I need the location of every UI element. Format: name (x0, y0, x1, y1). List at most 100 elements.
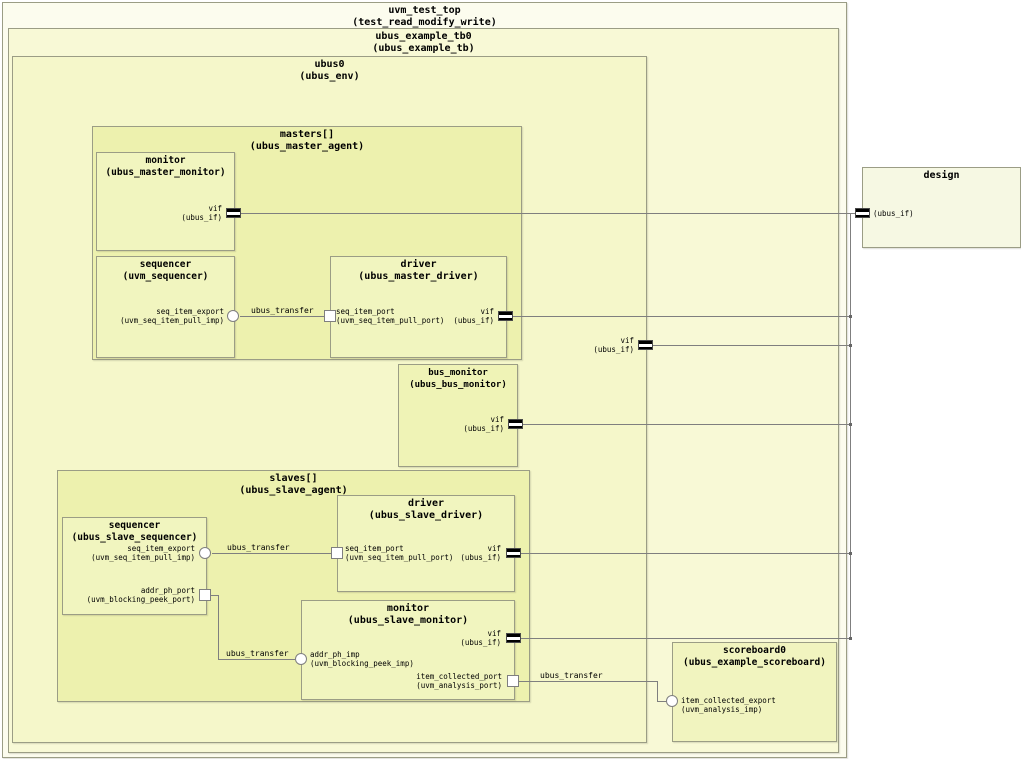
box-subtitle: (ubus_master_monitor) (105, 167, 226, 178)
master-sequencer-export-label: seq_item_export (uvm_seq_item_pull_imp) (120, 307, 224, 325)
slaves-title: slaves[] (ubus_slave_agent) (58, 473, 529, 497)
env-vif-port-icon (638, 340, 653, 350)
box-title: ubus_example_tb0 (375, 31, 472, 42)
bus-monitor-vif-label: vif (ubus_if) (463, 415, 504, 433)
box-title: bus_monitor (428, 368, 488, 378)
box-title: monitor (145, 155, 186, 166)
scoreboard-item-collected-export-icon (666, 695, 678, 707)
port-name: vif (490, 415, 504, 424)
wire-slave-monitor-vif (521, 638, 850, 639)
bus-monitor-vif-port-icon (508, 419, 523, 429)
box-title: sequencer (139, 259, 192, 270)
box-subtitle: (ubus_example_scoreboard) (683, 657, 826, 668)
wire-addr-ph-h1 (211, 595, 219, 596)
box-title: driver (400, 259, 437, 270)
design-ubus-if-label: (ubus_if) (873, 209, 914, 218)
wire-env-vif (653, 345, 850, 346)
master-driver-title: driver (ubus_master_driver) (331, 259, 506, 283)
slave-sequencer-export-label: seq_item_export (uvm_seq_item_pull_imp) (91, 544, 195, 562)
box-title: sequencer (108, 520, 161, 531)
wire-bus-monitor-vif (520, 424, 850, 425)
port-name: addr_ph_port (140, 586, 195, 595)
box-scoreboard0: scoreboard0 (ubus_example_scoreboard) (672, 642, 837, 742)
uvm-test-top-title: uvm_test_top (test_read_modify_write) (3, 5, 846, 29)
bus-monitor-title: bus_monitor (ubus_bus_monitor) (399, 367, 517, 391)
design-ubus-if-port-icon (855, 208, 870, 218)
box-subtitle: (ubus_slave_sequencer) (71, 532, 198, 543)
box-slave-driver: driver (ubus_slave_driver) (337, 495, 515, 592)
box-title: driver (407, 498, 445, 509)
port-name: vif (487, 544, 501, 553)
port-name: seq_item_export (156, 307, 224, 316)
master-sequencer-seq-item-export-icon (227, 310, 239, 322)
box-subtitle: (ubus_master_agent) (249, 141, 365, 152)
wire-label-ubus-transfer: ubus_transfer (227, 543, 290, 552)
port-name: (ubus_if) (873, 209, 914, 218)
box-design: design (862, 167, 1021, 248)
wire-slave-seq-to-driver (212, 553, 331, 554)
box-title: monitor (386, 603, 430, 614)
box-subtitle: (test_read_modify_write) (352, 17, 497, 28)
wire-master-monitor-vif-to-design (241, 213, 857, 214)
port-type: (ubus_if) (463, 424, 504, 433)
box-slave-sequencer: sequencer (ubus_slave_sequencer) (62, 517, 207, 615)
port-type: (ubus_if) (460, 553, 501, 562)
port-type: (uvm_seq_item_pull_imp) (120, 316, 224, 325)
port-name: vif (208, 204, 222, 213)
port-name: seq_item_export (127, 544, 195, 553)
port-type: (ubus_if) (460, 638, 501, 647)
env-vif-label: vif (ubus_if) (593, 336, 634, 354)
slave-monitor-vif-label: vif (ubus_if) (460, 629, 501, 647)
box-title: masters[] (279, 129, 335, 140)
slave-sequencer-addr-ph-port-icon (199, 589, 211, 601)
wire-label-ubus-transfer: ubus_transfer (226, 649, 289, 658)
wire-junction-dot (849, 315, 852, 318)
port-type: (uvm_seq_item_pull_port) (336, 316, 445, 325)
box-subtitle: (uvm_sequencer) (122, 271, 209, 282)
slave-monitor-item-collected-port-label: item_collected_port (uvm_analysis_port) (416, 672, 502, 690)
port-type: (uvm_seq_item_pull_port) (345, 553, 454, 562)
port-type: (uvm_analysis_port) (416, 681, 502, 690)
box-slave-monitor: monitor (ubus_slave_monitor) (301, 600, 515, 700)
port-name: vif (620, 336, 634, 345)
slave-monitor-addr-ph-imp-label: addr_ph_imp (uvm_blocking_peek_imp) (310, 650, 414, 668)
box-bus-monitor: bus_monitor (ubus_bus_monitor) (398, 364, 518, 467)
box-title: slaves[] (269, 473, 318, 484)
box-title: scoreboard0 (723, 645, 786, 656)
wire-junction-dot (849, 344, 852, 347)
box-title: uvm_test_top (388, 5, 461, 16)
port-type: (ubus_if) (453, 316, 494, 325)
slave-sequencer-title: sequencer (ubus_slave_sequencer) (63, 520, 206, 544)
port-name: addr_ph_imp (310, 650, 360, 659)
wire-label-ubus-transfer: ubus_transfer (540, 671, 603, 680)
box-subtitle: (ubus_bus_monitor) (409, 380, 507, 390)
port-type: (uvm_blocking_peek_port) (86, 595, 195, 604)
slave-driver-seq-item-port-icon (331, 547, 343, 559)
master-driver-seq-item-port-label: seq_item_port (uvm_seq_item_pull_port) (336, 307, 444, 325)
box-master-driver: driver (ubus_master_driver) (330, 256, 507, 358)
port-type: (uvm_seq_item_pull_imp) (91, 553, 195, 562)
master-driver-vif-port-icon (498, 311, 513, 321)
port-name: item_collected_export (681, 696, 776, 705)
wire-addr-ph-vertical (218, 595, 219, 659)
scoreboard-title: scoreboard0 (ubus_example_scoreboard) (673, 645, 836, 669)
wire-addr-ph-h2 (218, 659, 295, 660)
master-driver-vif-label: vif (ubus_if) (453, 307, 494, 325)
wire-analysis-vertical (657, 681, 658, 701)
wire-analysis-h2 (657, 701, 667, 702)
slave-monitor-addr-ph-imp-icon (295, 653, 307, 665)
slave-sequencer-addr-ph-port-label: addr_ph_port (uvm_blocking_peek_port) (87, 586, 195, 604)
wire-slave-driver-vif (518, 553, 850, 554)
masters-title: masters[] (ubus_master_agent) (93, 129, 521, 153)
box-subtitle: (ubus_master_driver) (358, 271, 479, 282)
port-type: (uvm_blocking_peek_imp) (310, 659, 414, 668)
port-name: seq_item_port (345, 544, 404, 553)
port-type: (ubus_if) (593, 345, 634, 354)
slave-monitor-vif-port-icon (506, 633, 521, 643)
port-type: (uvm_analysis_imp) (681, 705, 763, 714)
box-subtitle: (ubus_slave_monitor) (347, 615, 469, 626)
box-subtitle: (ubus_env) (299, 71, 360, 82)
wire-master-seq-to-driver (240, 316, 324, 317)
wire-junction-dot (849, 423, 852, 426)
